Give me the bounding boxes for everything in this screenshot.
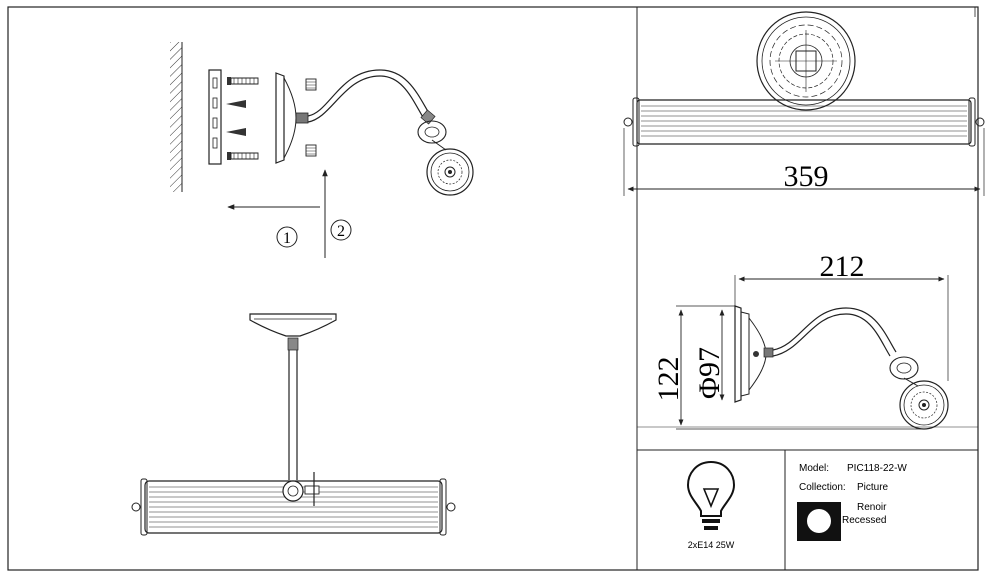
diameter-dimension-label: Φ97 [693,347,726,399]
side-view-drawing: 212 122 Φ97 [652,250,949,430]
model-value: PIC118-22-W [847,463,907,474]
width-dimension-label: 359 [784,160,829,193]
nut-top [305,78,317,91]
bulb-spec: 2xE14 25W [688,540,735,550]
front-view-lamp-bar [623,97,985,147]
rosette-end-cap [426,148,474,196]
step-1-label: 1 [283,230,291,247]
side-view-canopy [734,305,742,403]
bulb-cell: 2xE14 25W [686,460,736,550]
anchor-upper [226,100,246,108]
front-view-rosette [756,11,856,111]
anchor-lower [226,128,246,136]
screw-top [227,77,259,85]
lamp-arm [307,69,433,119]
finish-swatch-circle [807,509,831,533]
lightbulb-icon [686,460,736,530]
step-2-label: 2 [337,223,345,240]
collection-label: Collection: [799,482,846,493]
finish-name-line-2: Recessed [842,515,886,526]
step-1-circle [276,226,298,248]
top-view-drawing [131,313,456,536]
top-view-canopy [249,313,337,337]
nut-bottom [305,144,317,157]
height-dimension-label: 122 [652,357,685,402]
screw-bottom [227,152,259,160]
sheet-frame [7,6,979,571]
product-info-cell: Model: PIC118-22-W Collection: Picture R… [797,463,907,541]
wall-hatch [170,42,182,192]
side-view-rosette [899,380,949,430]
finish-name-line-1: Renoir [857,502,887,513]
front-view-drawing: 359 [623,7,985,196]
mounting-plate [208,69,222,165]
side-view-arm [772,307,897,353]
canopy-side [275,72,285,164]
depth-dimension-label: 212 [820,250,865,283]
installation-diagram: 1 2 [170,42,474,258]
model-label: Model: [799,463,829,474]
collection-value: Picture [857,482,889,493]
step-2-circle [330,219,352,241]
